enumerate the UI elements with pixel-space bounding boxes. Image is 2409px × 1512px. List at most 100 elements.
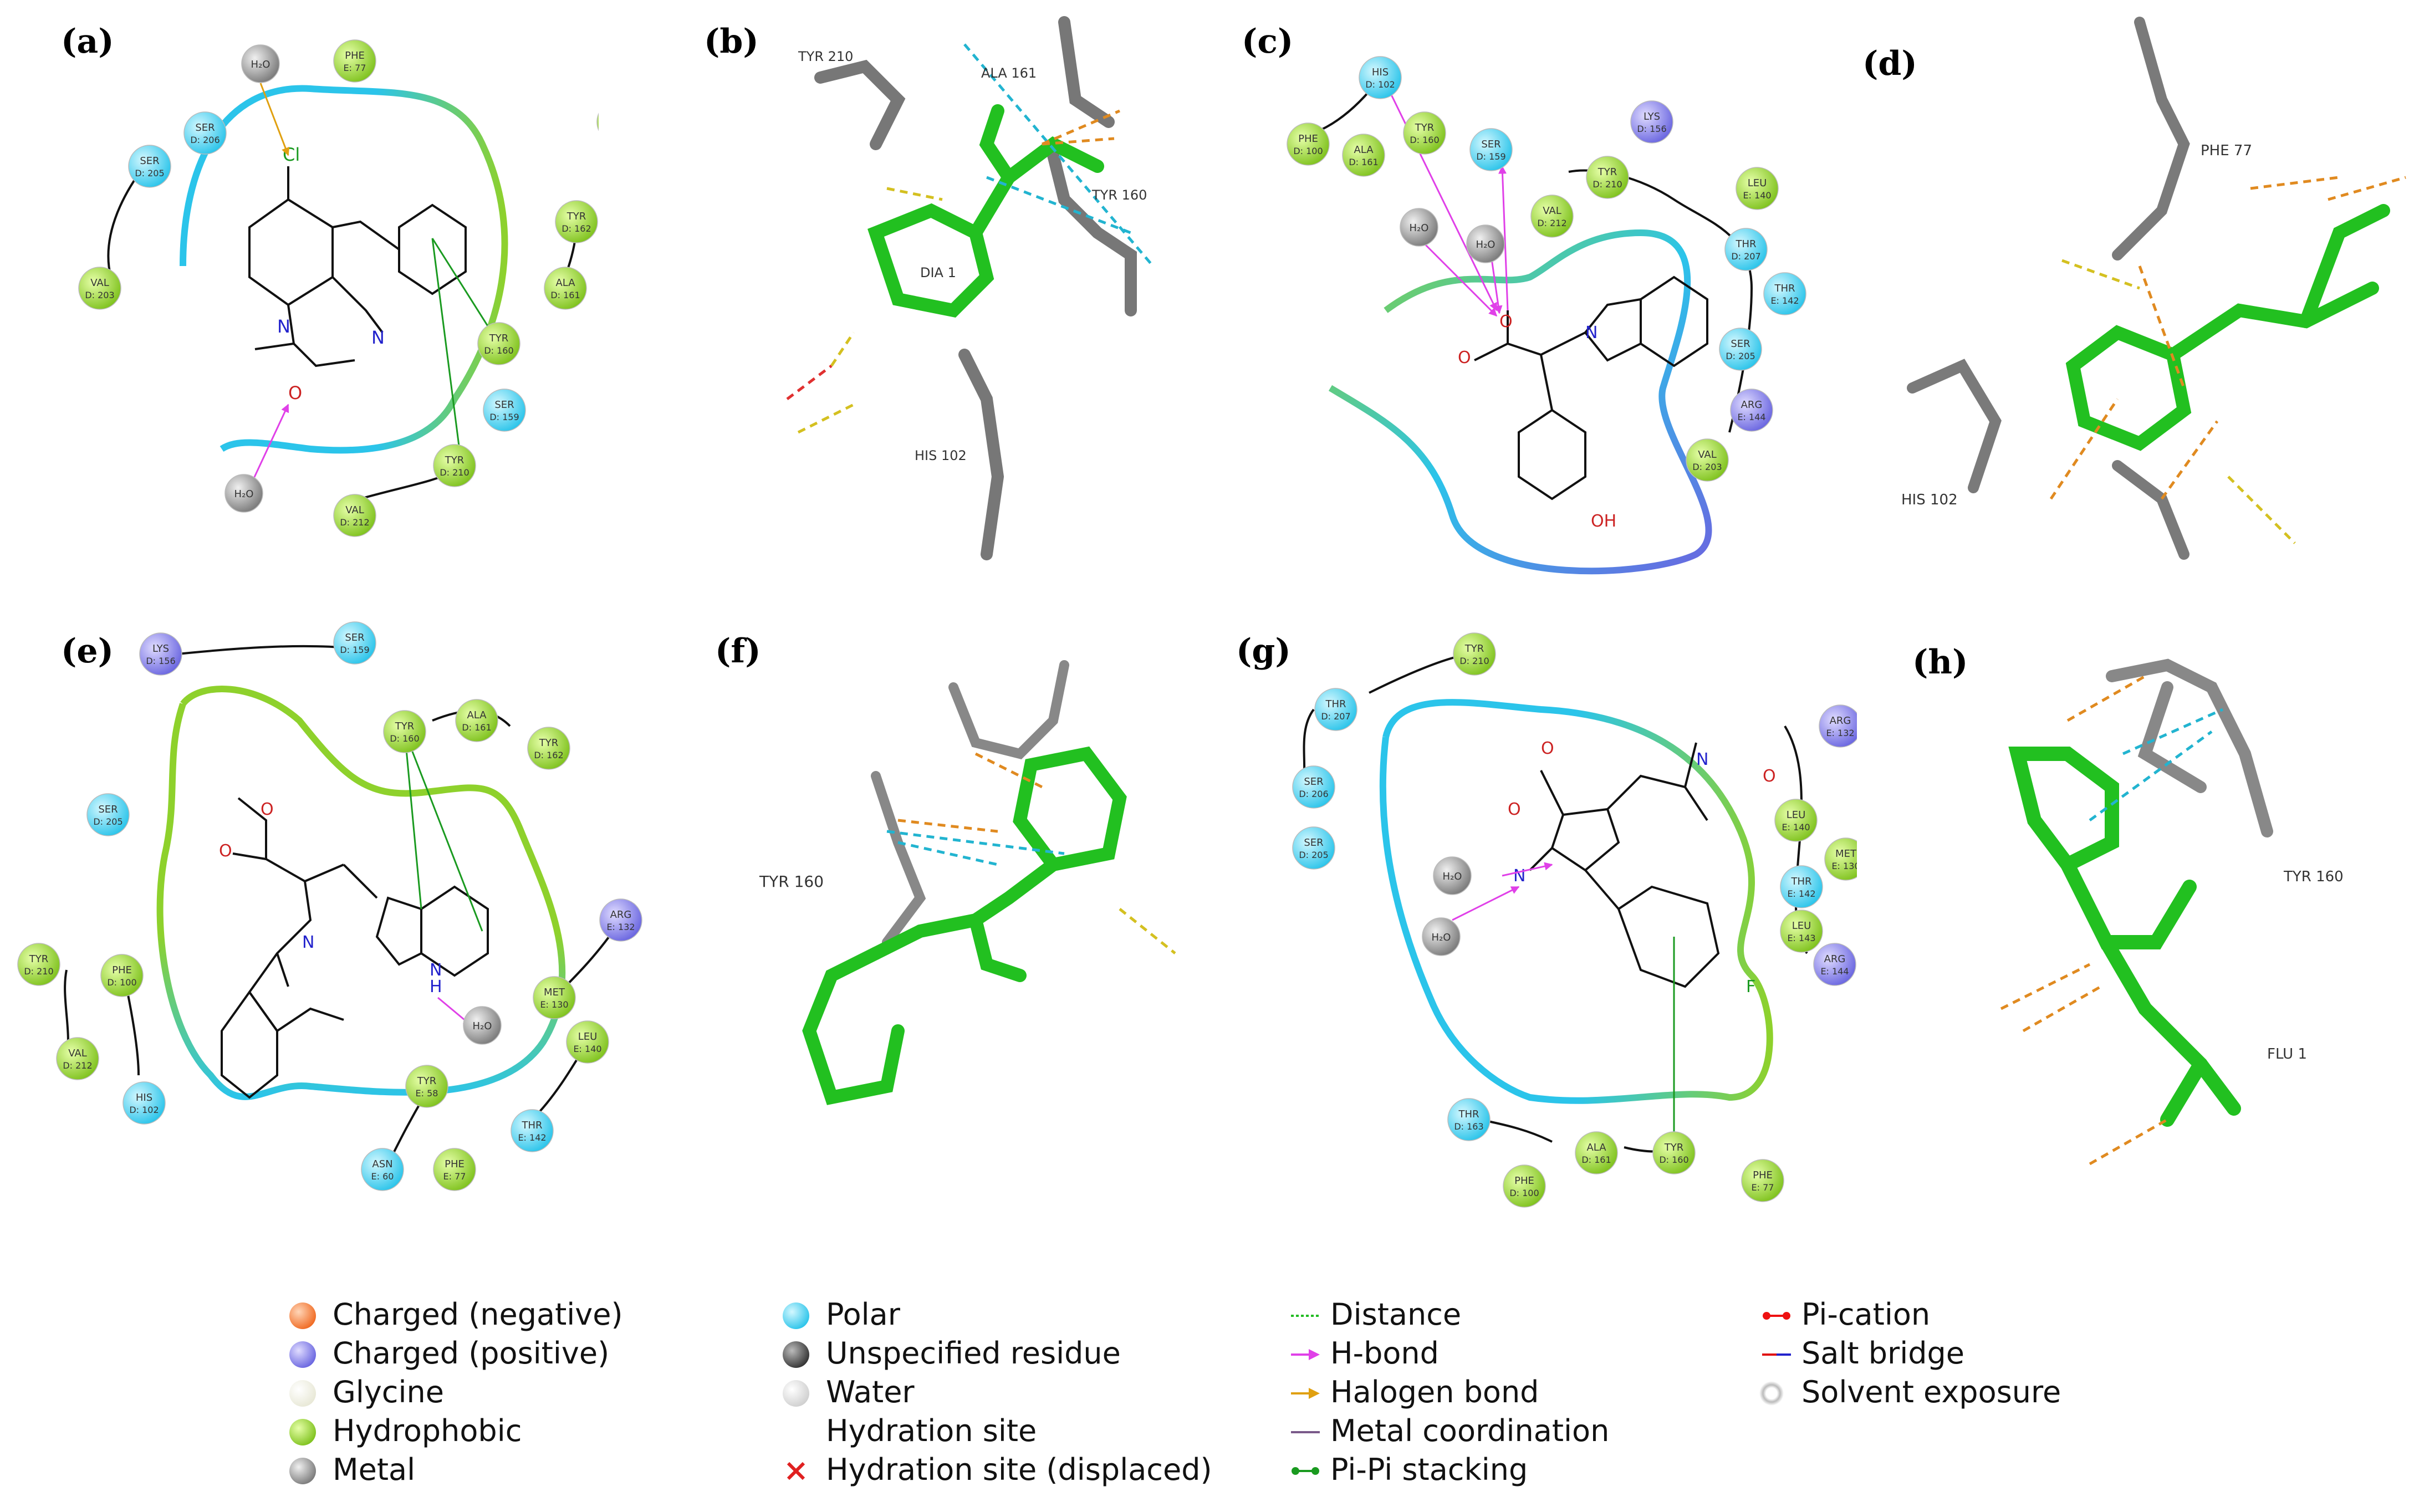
residue-name: VAL: [1543, 205, 1561, 217]
residue-name: ARG: [610, 909, 632, 921]
residue-name: LEU: [1792, 920, 1811, 932]
atom-label: H: [430, 977, 442, 997]
residue-name: ARG: [1824, 953, 1846, 965]
legend-swatch: [1291, 1431, 1320, 1433]
residue-number: E: 130: [540, 999, 568, 1010]
residue-name: H₂O: [1410, 222, 1429, 234]
residue-name: LEU: [1748, 177, 1767, 189]
pi-pi-stacking: [404, 731, 483, 932]
residue-number: D: 203: [1692, 462, 1722, 472]
panel-label: (a): [61, 22, 114, 61]
residue-number: D: 212: [340, 517, 369, 528]
panel-label: (h): [1912, 643, 1968, 682]
backbone: [126, 992, 140, 1076]
residue-number: D: 205: [1299, 850, 1328, 860]
ligand-sticks: [867, 104, 1104, 318]
residue-number: D: 162: [562, 223, 591, 234]
legend-label: H-bond: [1330, 1336, 1439, 1371]
residue-number: D: 163: [1454, 1121, 1483, 1132]
atom-label: O: [219, 841, 232, 861]
legend-item: Metal: [288, 1452, 743, 1489]
residue-name: SER: [98, 804, 118, 815]
residue-name: TYR: [1415, 122, 1435, 134]
residue-name: ALA: [467, 709, 487, 721]
residue-name: THR: [521, 1120, 542, 1131]
residue-name: H₂O: [234, 488, 254, 500]
residue-number: E: 77: [1752, 1182, 1774, 1193]
legend-item: Hydration site (displaced): [782, 1452, 1236, 1489]
legend-swatch: [1762, 1353, 1791, 1356]
atom-label: N: [430, 961, 442, 980]
residue-number: D: 212: [1537, 218, 1566, 228]
atom-label: O: [288, 382, 302, 403]
h-bond: [1452, 886, 1520, 921]
backbone: [1479, 1118, 1553, 1143]
residue-number: D: 161: [462, 722, 491, 733]
legend-swatch: [1763, 1312, 1790, 1320]
residue-number: E: 77: [443, 1171, 466, 1182]
residue-name: H₂O: [473, 1020, 492, 1032]
residue-name: MET: [544, 987, 565, 998]
residue-name: H₂O: [1443, 871, 1462, 882]
residue-number: D: 210: [440, 467, 469, 478]
atom-label: F: [1746, 977, 1755, 997]
residue-number: E: 143: [1787, 933, 1815, 943]
residue-name: THR: [1790, 876, 1811, 887]
h-bond: [248, 403, 289, 488]
legend-item: Solvent exposure: [1757, 1375, 2212, 1411]
residue-number: D: 156: [1637, 124, 1666, 134]
residue-number: D: 210: [1459, 656, 1489, 666]
residue-bubble: LYS D: 156: [1630, 100, 1673, 144]
residue-number: D: 205: [135, 168, 164, 178]
water-ball: H₂O: [1422, 917, 1461, 956]
residue-number: D: 206: [190, 135, 220, 145]
protein-sticks: [1907, 17, 2190, 560]
residue-number: D: 206: [1299, 789, 1328, 799]
legend-item: Hydration site: [782, 1413, 1236, 1450]
residue-name: TYR: [539, 737, 559, 749]
pi-pi-stacking: [404, 731, 422, 910]
residue-number: E: 144: [1820, 966, 1849, 977]
residue-name: SER: [140, 155, 159, 167]
panel-label: (f): [715, 632, 761, 671]
residue-name: SER: [494, 399, 514, 411]
panel-label: (e): [61, 632, 114, 671]
residue-name: LYS: [1644, 111, 1660, 122]
legend-label: Charged (positive): [333, 1336, 610, 1371]
residue-name: TYR: [489, 333, 509, 344]
legend-item: Polar: [782, 1297, 1236, 1334]
h-bond: [1423, 243, 1498, 317]
ligand-sticks: [2065, 204, 2390, 451]
backbone: [177, 645, 355, 655]
residue-name: THR: [1774, 283, 1795, 294]
atom-label: N: [1513, 866, 1525, 886]
legend-item: Glycine: [288, 1375, 743, 1411]
legend-item: Pi-cation: [1757, 1297, 2212, 1334]
legend-swatch: [1291, 1349, 1320, 1360]
residue-name: SER: [195, 122, 215, 134]
residue-name: VAL: [345, 504, 364, 516]
residue-name: PHE: [345, 50, 365, 62]
residue-name: ALA: [1586, 1142, 1606, 1153]
residue-number: D: 205: [93, 816, 123, 827]
residue-number: E: 142: [1787, 888, 1815, 899]
